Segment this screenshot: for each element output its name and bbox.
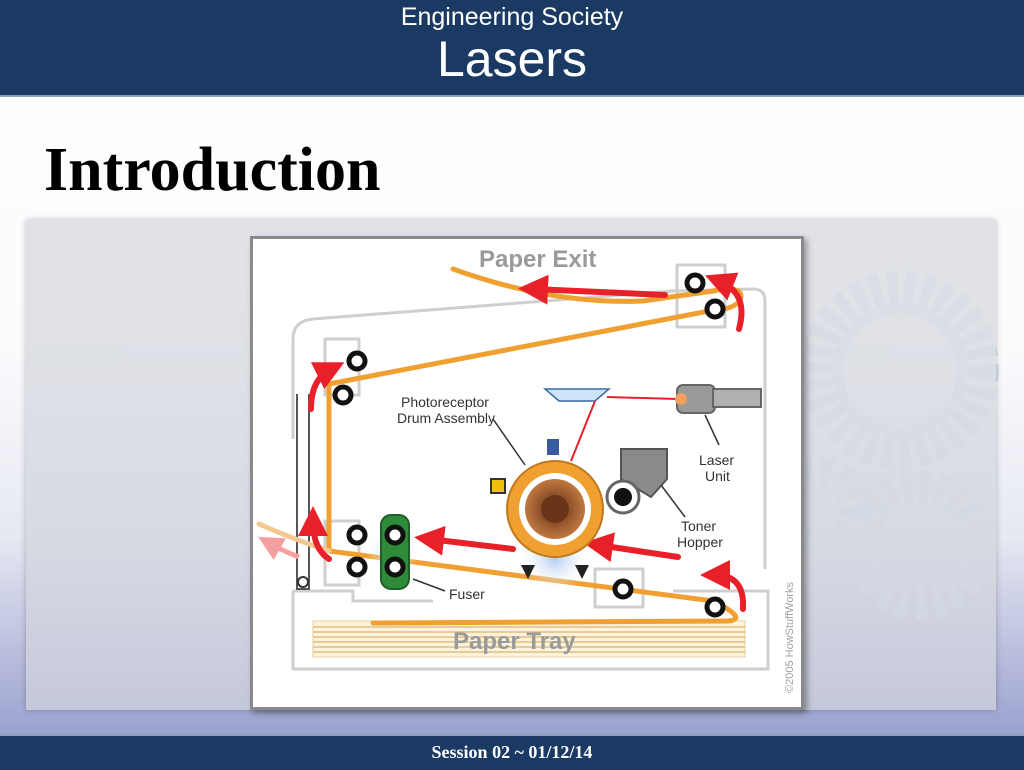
paper-tray-label: Paper Tray [453,628,576,655]
organization-name: Engineering Society [400,3,624,31]
toner-label-line1: Toner [681,518,716,534]
laser-printer-diagram: Paper Tray Fuser [250,236,804,710]
fuser-assembly: Fuser [367,514,485,602]
exit-arrow-faded [258,536,300,561]
toner-hopper: Toner Hopper [605,448,723,550]
toner-label-line2: Hopper [677,534,723,550]
paper-direction-arrows [298,272,747,612]
photoreceptor-drum: Photoreceptor Drum Assembly [397,394,604,593]
copyright-text: ©2005 HowStuffWorks [784,581,796,693]
session-info: Session 02 ~ 01/12/14 [431,742,593,762]
header-bar: Engineering Society Lasers [0,0,1024,97]
laser-label-line2: Unit [705,468,730,484]
photoreceptor-label-line1: Photoreceptor [401,394,489,410]
left-guide [296,394,310,590]
fuser-label: Fuser [449,586,485,602]
photoreceptor-label-line2: Drum Assembly [397,410,495,426]
slide-deck-title: Lasers [436,31,588,87]
rollers [332,272,726,618]
paper-tray: Paper Tray [312,620,746,658]
footer-bar: Session 02 ~ 01/12/14 [0,734,1024,770]
laser-optics [542,388,678,462]
laser-label-line1: Laser [699,452,734,468]
laser-unit: Laser Unit [675,384,762,484]
paper-exit-label: Paper Exit [479,246,596,273]
slide-heading: Introduction [44,136,381,204]
paper-path [256,266,744,626]
